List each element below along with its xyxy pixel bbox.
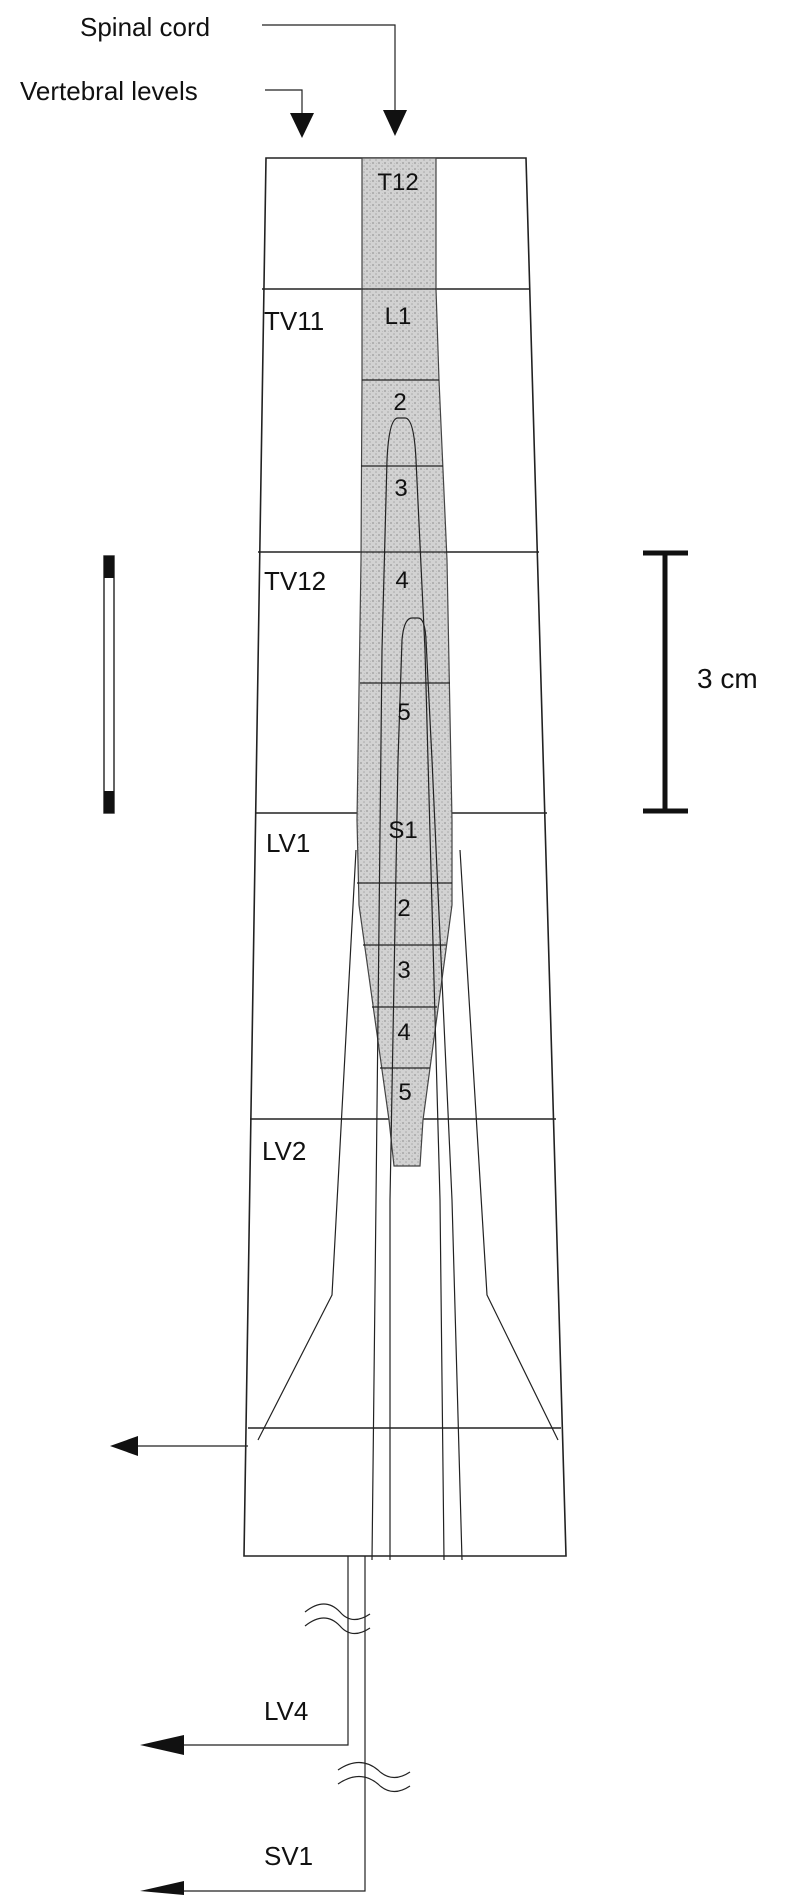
cord-segment-label: T12 [377,169,418,196]
scale-bar-label: 3 cm [697,663,758,694]
cord-segment-label: 3 [394,475,407,502]
vertebral-column-outline [243,157,567,1557]
vertebral-level-label: TV11 [264,306,324,336]
vertebral-level-label: TV12 [264,566,326,596]
vertebral-levels-pointer [265,89,303,118]
left-scale-bar-cap-bottom [104,791,114,813]
sv1-arrow-icon [140,1881,184,1895]
sv1-root-line [184,1556,366,1892]
cord-segment-label: 3 [397,957,410,984]
nerve-root-outline [371,417,445,1561]
vertebral-level-label: LV1 [266,828,310,858]
exit-arrow-icon [110,1436,138,1456]
left-scale-bar [103,555,115,814]
break-mark [337,1761,411,1779]
spinal-cord-arrow-icon [383,110,407,136]
cord-segment-label: 2 [393,389,406,416]
left-scale-bar-cap-top [104,556,114,578]
cord-segment-label: 4 [397,1019,410,1046]
spinal-cord-pointer [262,24,396,115]
nerve-root-outline [389,617,463,1561]
dural-sac-left [257,849,357,1441]
lv4-arrow-icon [140,1735,184,1755]
cord-segment-label: 4 [395,567,408,594]
vertebral-levels-label: Vertebral levels [20,76,198,106]
lv4-label: LV4 [264,1696,308,1726]
spinal-cord-label: Spinal cord [80,12,210,42]
cord-segment-label: 5 [398,1079,411,1106]
break-mark [304,1603,371,1621]
dural-sac-right [459,849,559,1441]
cord-segment-label: S1 [388,817,417,844]
break-mark [304,1617,371,1635]
cord-segment-label: 5 [397,699,410,726]
break-mark [337,1775,411,1793]
vertebral-level-label: LV2 [262,1136,306,1166]
sv1-label: SV1 [264,1841,313,1871]
spinal-cord-shape [356,157,453,1167]
cord-segment-label: L1 [385,303,412,330]
cord-segment-label: 2 [397,895,410,922]
lv4-root-line [184,1556,349,1746]
vertebral-levels-arrow-icon [290,113,314,138]
